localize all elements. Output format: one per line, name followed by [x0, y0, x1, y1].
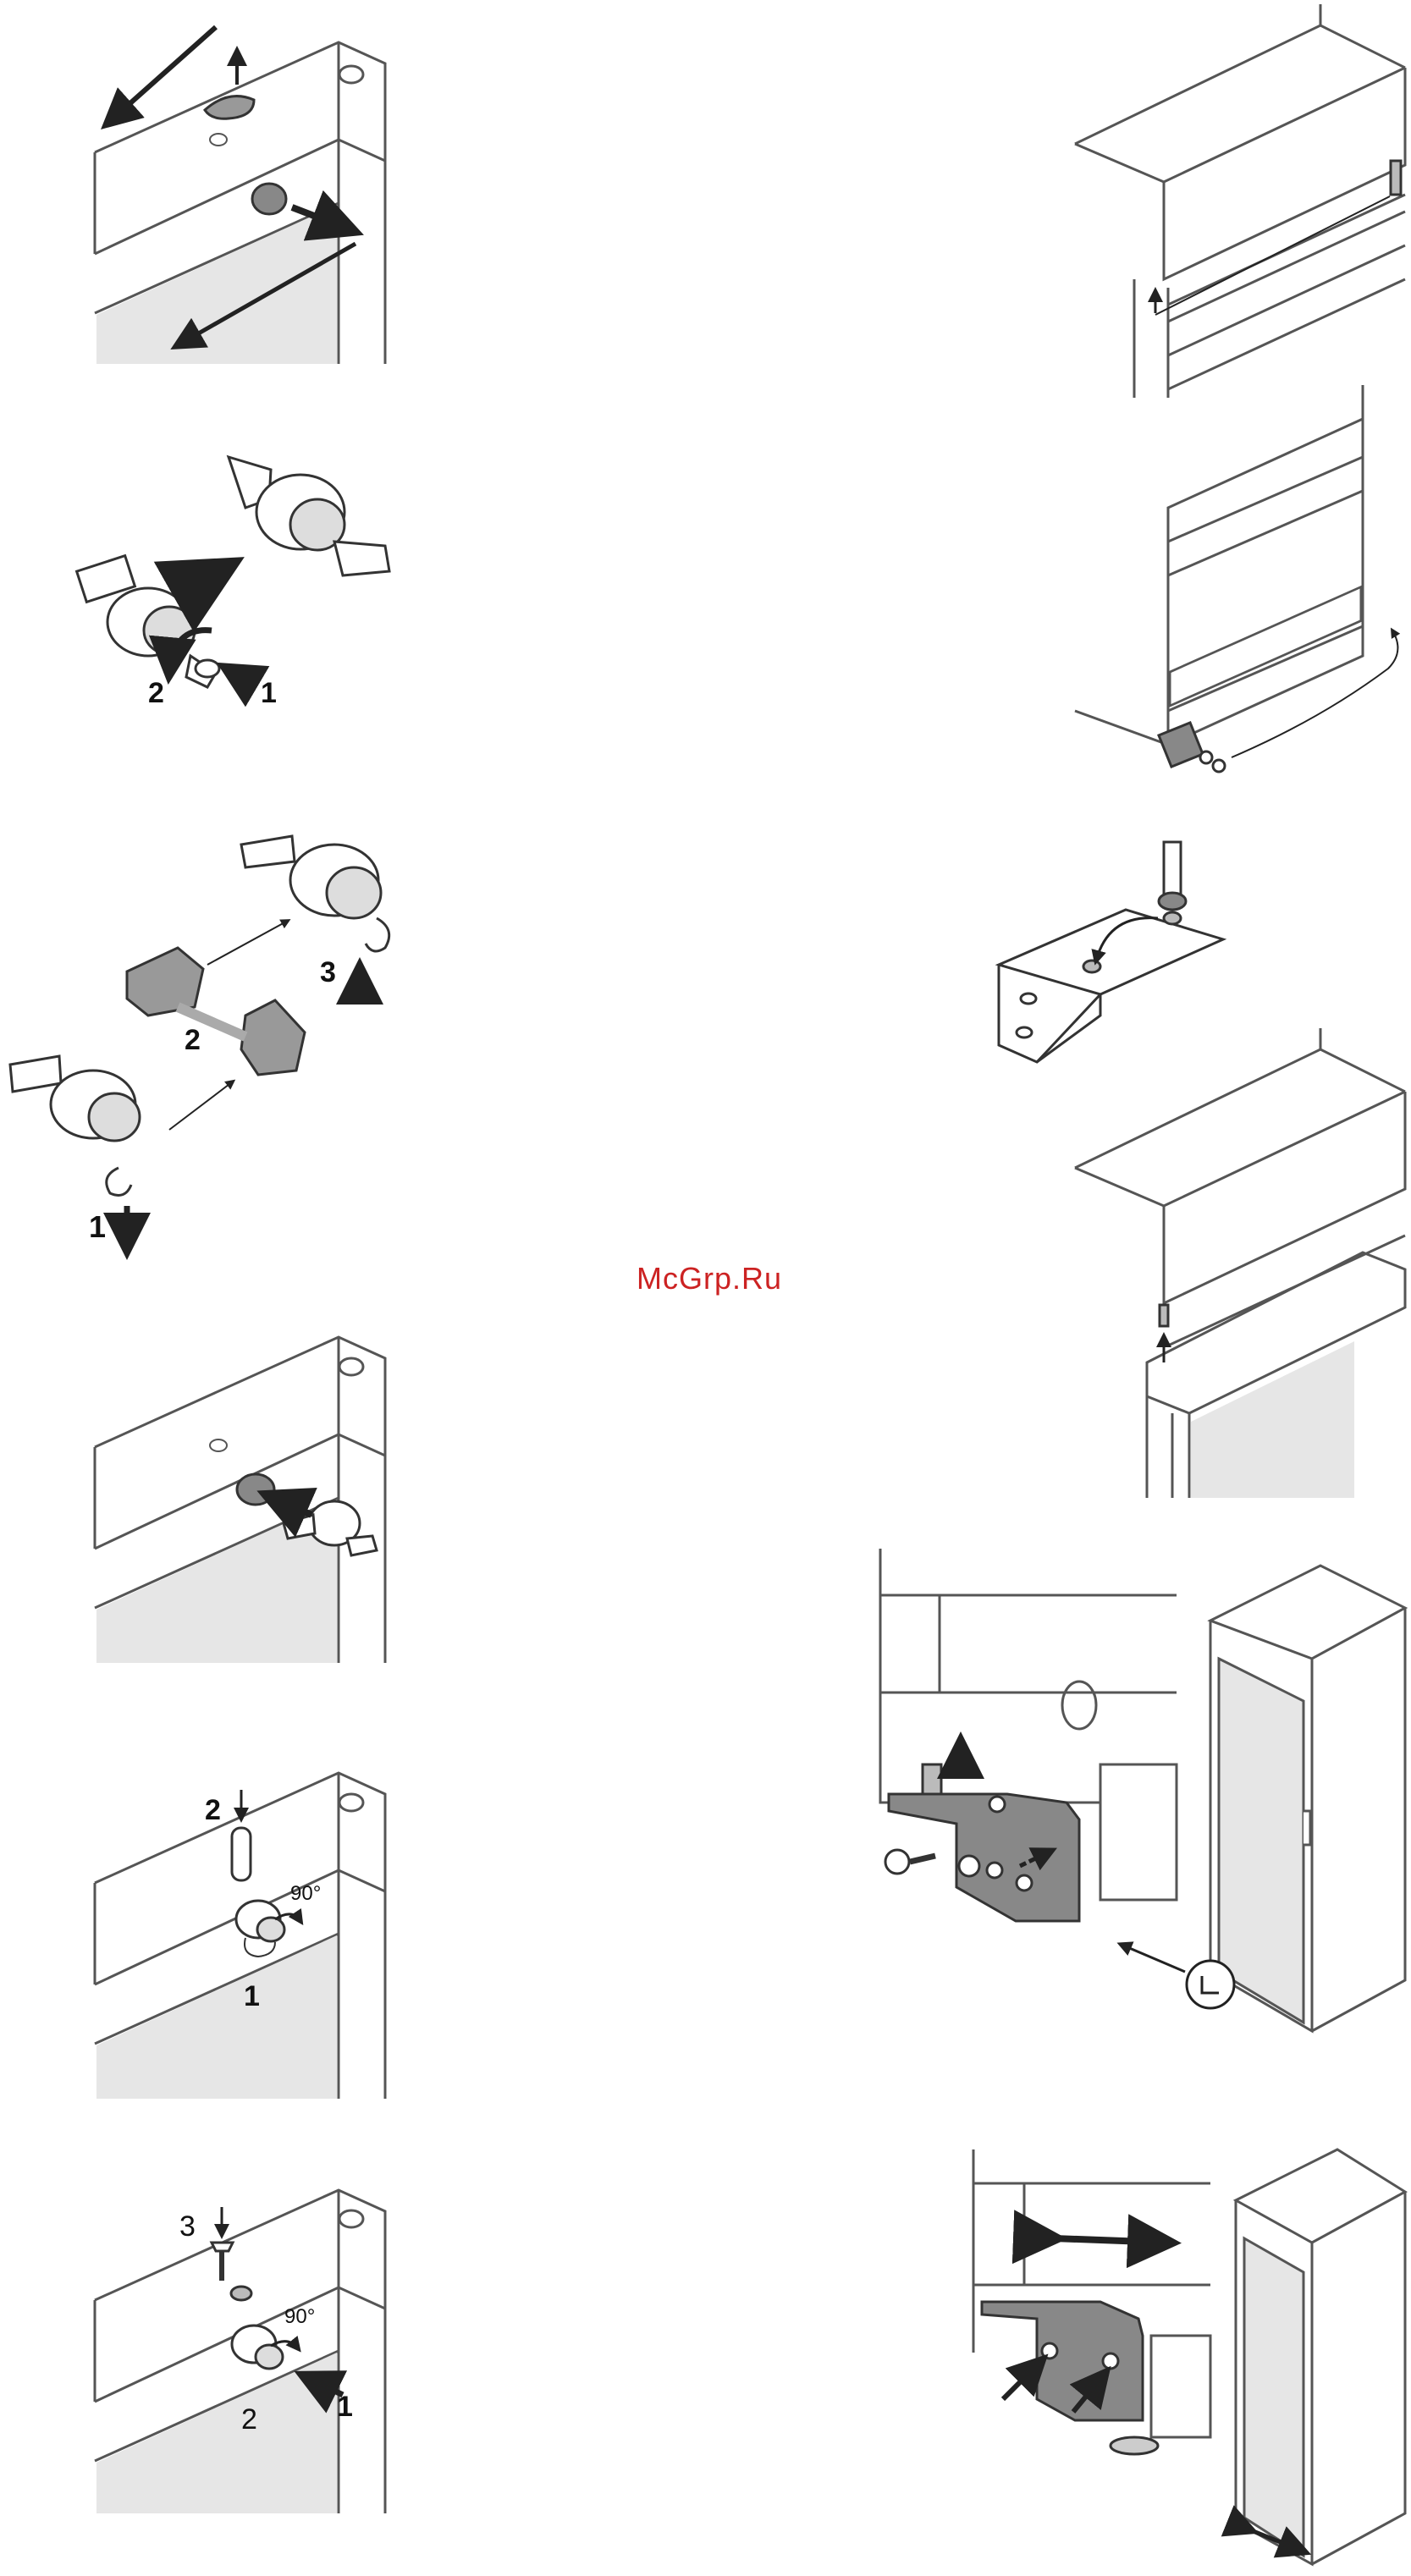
step-1-illustration — [95, 27, 385, 364]
step-5-label-1: 1 — [244, 1980, 260, 2012]
step-5-angle: 90° — [290, 1882, 321, 1905]
step-r2-illustration — [1075, 385, 1397, 772]
step-3-label-1: 1 — [89, 1209, 106, 1244]
step-2-label-2: 2 — [148, 677, 164, 709]
step-r1-illustration — [1075, 4, 1405, 398]
step-r3-illustration — [999, 842, 1223, 1062]
step-6-label-1: 1 — [337, 2391, 353, 2423]
step-5-illustration — [95, 1773, 385, 2099]
step-r5-illustration — [880, 1549, 1405, 2031]
step-3-label-3: 3 — [320, 956, 336, 988]
step-6-illustration — [95, 2190, 385, 2513]
step-2-label-1: 1 — [261, 677, 277, 709]
step-6-angle: 90° — [284, 2305, 315, 2328]
step-r6-illustration — [973, 2149, 1405, 2564]
step-2-illustration — [77, 457, 389, 687]
step-5-label-2: 2 — [205, 1794, 221, 1826]
step-r4-illustration — [1075, 1028, 1405, 1498]
step-6-label-3: 3 — [179, 2210, 196, 2243]
watermark-text: McGrp.Ru — [625, 1261, 794, 1296]
step-3-label-2: 2 — [185, 1024, 201, 1056]
step-6-label-2: 2 — [241, 2403, 257, 2436]
step-4-illustration — [95, 1337, 385, 1663]
